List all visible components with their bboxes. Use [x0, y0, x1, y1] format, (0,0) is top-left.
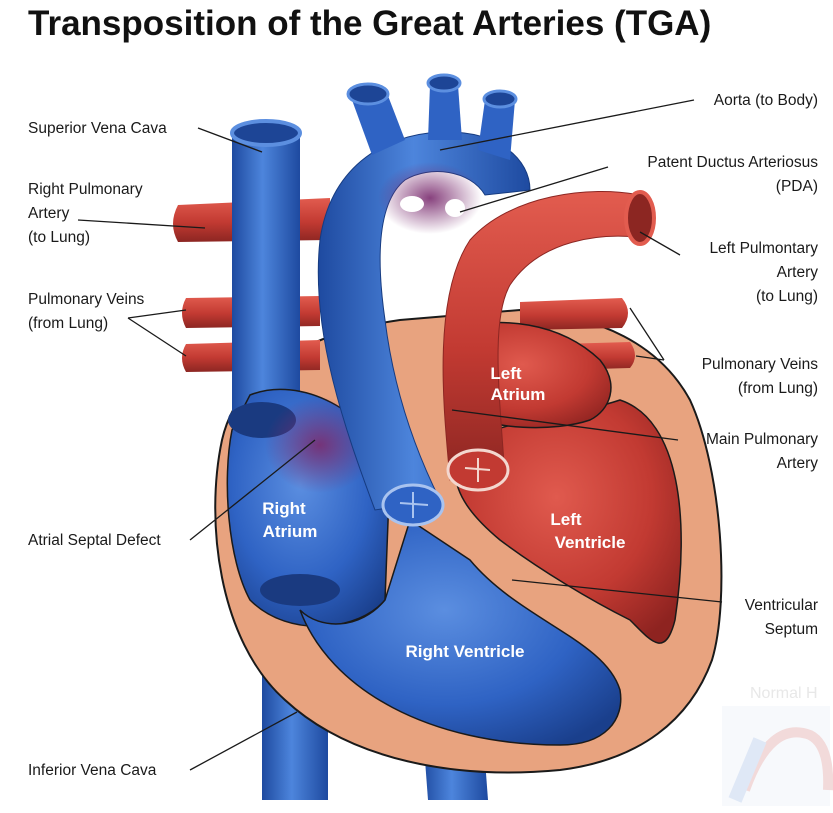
left-ventricle-label-2: Ventricle: [555, 533, 626, 552]
label-pda-1: Patent Ductus Arteriosus: [647, 154, 818, 171]
right-atrium-opening-lower: [260, 574, 340, 606]
label-left-pulmonary-artery-2: Artery: [777, 264, 819, 281]
label-main-pulmonary-artery-2: Artery: [777, 455, 819, 472]
label-left-pulmonary-artery-1: Left Pulmontary: [709, 240, 818, 257]
left-atrium-label-1: Left: [490, 364, 522, 383]
label-inferior-vena-cava: Inferior Vena Cava: [28, 762, 157, 779]
left-pulmonary-artery-opening: [624, 190, 656, 246]
superior-vena-cava: [232, 135, 300, 420]
pda-mixing: [378, 162, 482, 234]
label-main-pulmonary-artery-1: Main Pulmonary: [706, 431, 818, 448]
watermark-text: Normal H: [750, 685, 818, 702]
label-ventricular-septum-1: Ventricular: [745, 597, 818, 614]
left-atrium-label-2: Atrium: [491, 385, 546, 404]
label-superior-vena-cava: Superior Vena Cava: [28, 120, 167, 137]
left-ventricle-label-1: Left: [550, 510, 582, 529]
pulmonary-vein-right-upper: [520, 298, 628, 330]
aortic-branch-3-opening: [482, 89, 518, 109]
aortic-branch-2-opening: [426, 73, 462, 93]
superior-vena-cava-opening: [230, 119, 302, 147]
right-ventricle-label: Right Ventricle: [405, 642, 524, 661]
label-right-pulmonary-artery-3: (to Lung): [28, 229, 90, 246]
right-atrium-label-1: Right: [262, 499, 306, 518]
page-title: Transposition of the Great Arteries (TGA…: [28, 4, 712, 43]
label-right-pulmonary-artery-1: Right Pulmonary: [28, 181, 143, 198]
valve-lines-aorta: [399, 492, 429, 518]
label-pda-2: (PDA): [776, 178, 818, 195]
label-pulmonary-veins-left-2: (from Lung): [28, 315, 108, 332]
leader-lines: [77, 99, 723, 771]
valve-lines-pa: [464, 458, 491, 482]
aortic-branch-3: [478, 100, 515, 160]
label-pulmonary-veins-right-1: Pulmonary Veins: [702, 356, 819, 373]
watermark: Normal H: [722, 685, 833, 806]
label-pulmonary-veins-left-1: Pulmonary Veins: [28, 291, 145, 308]
aortic-branch-1-opening: [346, 82, 390, 106]
pda-hole-1: [400, 196, 424, 212]
aortic-branch-2: [428, 85, 462, 140]
label-aorta: Aorta (to Body): [714, 92, 818, 109]
right-ventricle-shape: [299, 518, 622, 746]
right-atrium-label-2: Atrium: [263, 522, 318, 541]
label-atrial-septal-defect: Atrial Septal Defect: [28, 532, 161, 549]
label-pulmonary-veins-right-2: (from Lung): [738, 380, 818, 397]
pda-hole-2: [445, 199, 465, 217]
label-left-pulmonary-artery-3: (to Lung): [756, 288, 818, 305]
label-ventricular-septum-2: Septum: [765, 621, 818, 638]
aorta: [317, 131, 531, 511]
label-right-pulmonary-artery-2: Artery: [28, 205, 70, 222]
